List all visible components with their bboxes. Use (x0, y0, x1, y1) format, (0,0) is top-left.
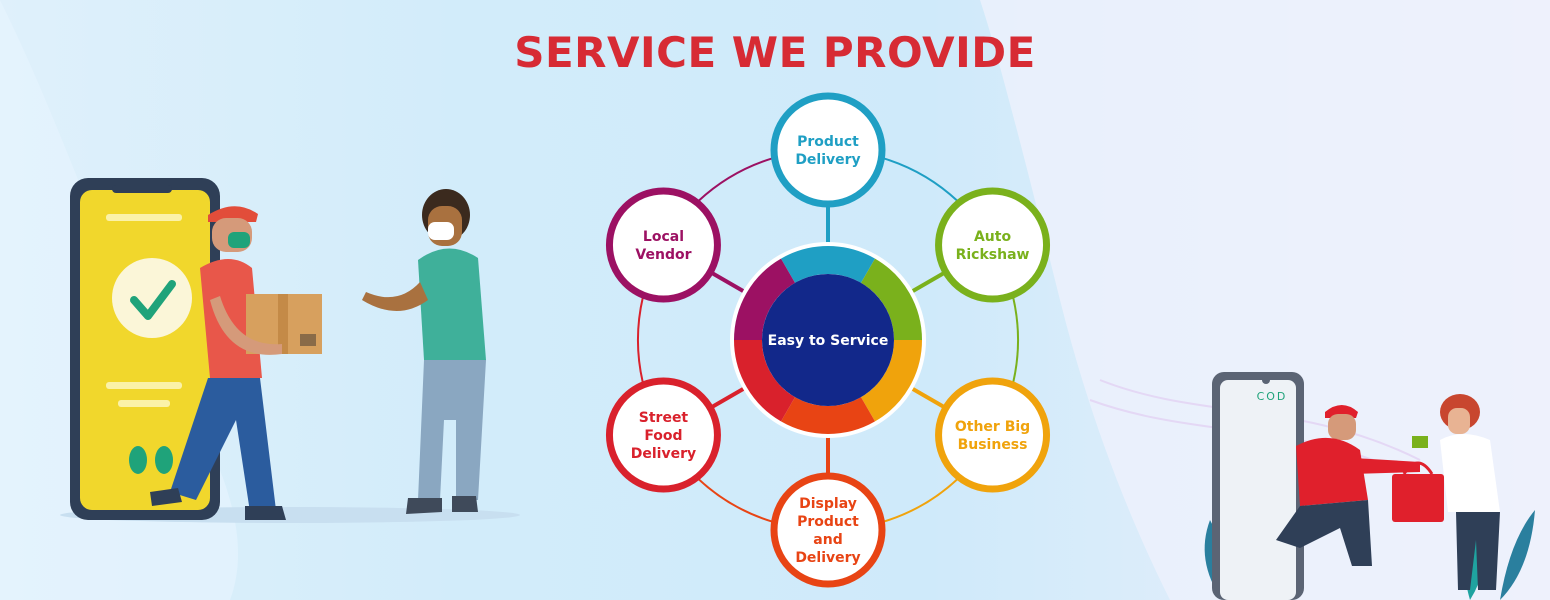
service-label: Auto (974, 229, 1011, 245)
service-label: Street (639, 410, 689, 426)
orbit-arc (697, 478, 773, 523)
service-label: Delivery (631, 446, 696, 462)
orbit-arc (883, 157, 959, 202)
hub-ring-segment (734, 339, 796, 422)
spoke-line (910, 270, 947, 294)
spoke-line (910, 386, 947, 410)
service-label: Product (797, 134, 859, 150)
service-label: Local (643, 229, 684, 245)
hub-ring-segment (781, 396, 875, 434)
service-label: and (813, 532, 842, 548)
orbit-arc (1012, 297, 1019, 383)
customer-woman-figure (362, 189, 486, 514)
spoke-line (709, 270, 746, 294)
service-label: Display (799, 496, 857, 512)
cod-label: COD (1257, 390, 1288, 403)
service-label: Delivery (795, 550, 860, 566)
service-label: Food (644, 428, 682, 444)
hub-label: Easy to Service (768, 333, 889, 349)
page-title: SERVICE WE PROVIDE (514, 28, 1036, 77)
service-label: Vendor (635, 247, 691, 263)
service-node-circle (605, 377, 721, 493)
service-label: Rickshaw (956, 247, 1030, 263)
hub-ring-segment (860, 258, 922, 341)
service-node-circle (770, 92, 886, 208)
service-label: Product (797, 514, 859, 530)
orbit-arc (883, 478, 959, 523)
phone-check-icon (70, 178, 220, 520)
cod-phone-icon: COD (1212, 372, 1304, 600)
orbit-arc (637, 297, 644, 383)
service-label: Other Big (955, 419, 1030, 435)
service-node-circle (935, 187, 1051, 303)
service-label: Business (958, 437, 1028, 453)
connector-lines (637, 157, 1019, 523)
hub-circle (762, 274, 894, 406)
service-node-circle (935, 377, 1051, 493)
delivery-man-figure (150, 206, 322, 520)
hub-ring-segment (781, 246, 875, 284)
service-node-circle (770, 472, 886, 588)
orbit-arc (697, 157, 773, 202)
woman-receiving-figure (1392, 394, 1500, 590)
spoke-line (709, 386, 746, 410)
hub-ring-segment (734, 258, 796, 341)
service-label: Delivery (795, 152, 860, 168)
hub-ring-segment (860, 339, 922, 422)
service-node-circle (605, 187, 721, 303)
courier-figure (1276, 405, 1420, 566)
